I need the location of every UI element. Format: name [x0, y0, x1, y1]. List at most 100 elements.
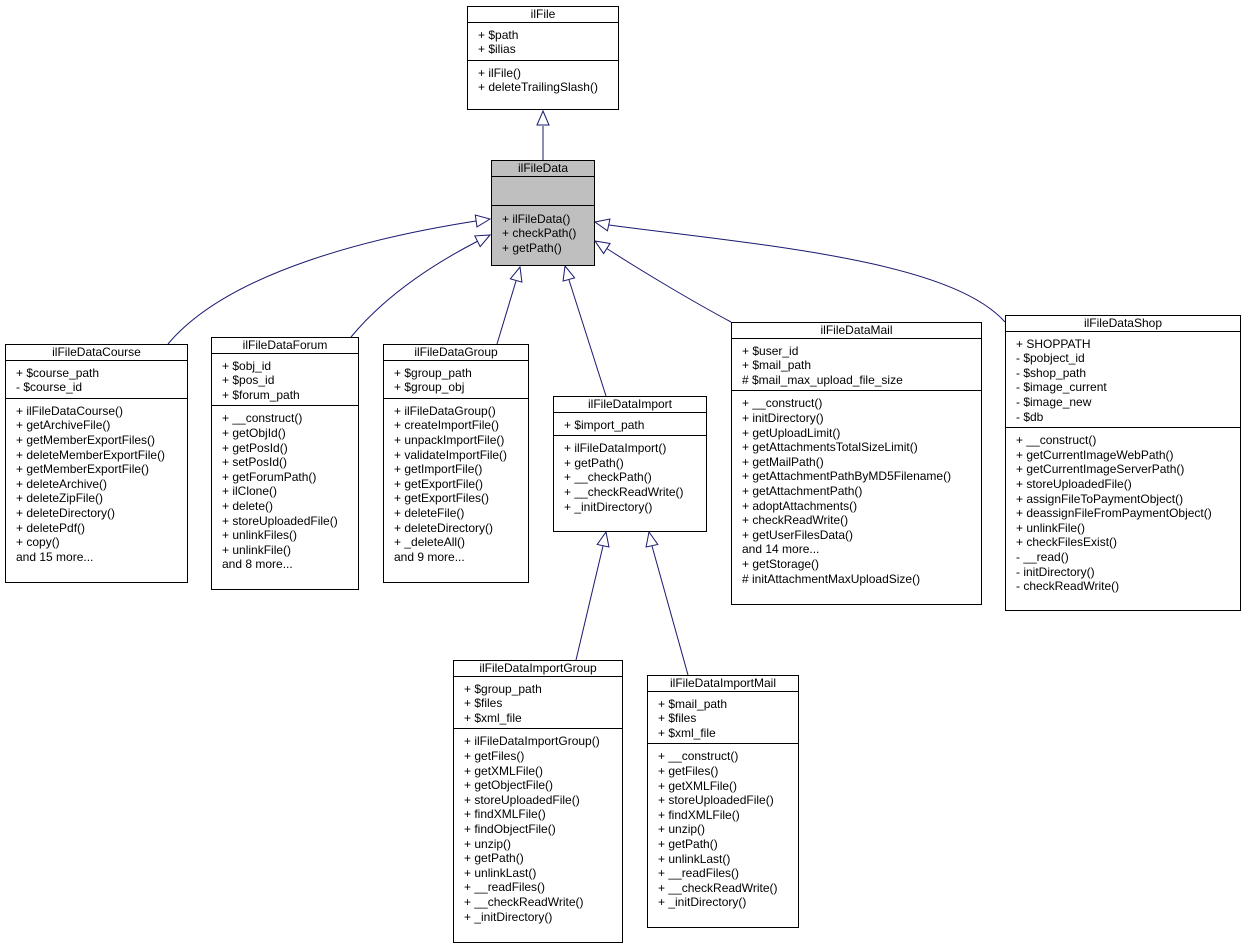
method: + getPath(): [464, 851, 524, 866]
method: + validateImportFile(): [394, 447, 508, 462]
method: + deleteDirectory(): [394, 520, 494, 535]
method: + createImportFile(): [394, 418, 500, 433]
class-ilFileDataMail[interactable]: ilFileDataMail+ $user_id+ $mail_path# $m…: [731, 322, 982, 605]
class-ilFileDataGroup[interactable]: ilFileDataGroup+ $group_path+ $group_obj…: [383, 344, 529, 583]
methods-section: + ilFileDataCourse()+ getArchiveFile()+ …: [6, 397, 187, 568]
attribute: + $group_path: [464, 681, 542, 696]
class-ilFileDataImportMail[interactable]: ilFileDataImportMail+ $mail_path+ $files…: [647, 675, 799, 928]
class-title: ilFileData: [492, 161, 594, 177]
class-ilFileDataImportGroup[interactable]: ilFileDataImportGroup + $group_path+ $fil…: [453, 660, 623, 943]
method: + __readFiles(): [658, 866, 740, 881]
class-title: ilFile: [468, 7, 618, 23]
attribute: + $xml_file: [658, 725, 716, 740]
method: + unlinkFiles(): [222, 528, 298, 543]
method: + getAttachmentPathByMD5Filename(): [742, 469, 952, 484]
method: - __read(): [1016, 549, 1069, 564]
inheritance-arrowhead: [562, 264, 576, 282]
method: + ilFileDataImportGroup(): [464, 734, 600, 749]
method: + getExportFiles(): [394, 491, 490, 506]
edge-ilFileDataShop-ilFileData: [608, 224, 1006, 323]
class-title: ilFileDataImportGroup: [454, 661, 622, 677]
method: + deleteZipFile(): [16, 491, 104, 506]
attributes-section: + $course_path- $course_id: [6, 361, 187, 398]
method: - checkReadWrite(): [1016, 579, 1120, 594]
attribute: + $files: [658, 711, 697, 726]
method: + deleteMemberExportFile(): [16, 447, 166, 462]
inheritance-arrowhead: [474, 234, 492, 248]
class-ilFileDataImport[interactable]: ilFileDataImport + $import_path + ilFileDa…: [553, 396, 707, 532]
method: + deassignFileFromPaymentObject(): [1016, 506, 1212, 521]
method: + copy(): [16, 535, 60, 550]
method: + getPath(): [564, 455, 624, 470]
method: + deleteTrailingSlash(): [478, 80, 598, 95]
attribute: - $image_new: [1016, 394, 1092, 409]
method: + getImportFile(): [394, 462, 483, 477]
class-ilFileData[interactable]: ilFileData + ilFileData()+ checkPath()+ g…: [491, 160, 595, 266]
attribute: # $mail_max_upload_file_size: [742, 372, 903, 387]
method: + unlinkFile(): [222, 542, 292, 557]
class-title: ilFileDataGroup: [384, 345, 528, 361]
class-ilFileDataCourse[interactable]: ilFileDataCourse+ $course_path- $course_…: [5, 344, 188, 583]
inheritance-arrowhead: [509, 265, 523, 283]
attribute: + $obj_id: [222, 358, 272, 373]
method: and 8 more...: [222, 557, 293, 572]
method: + __checkPath(): [564, 470, 652, 485]
methods-section: + ilFile()+ deleteTrailingSlash(): [468, 59, 618, 98]
attribute: + $mail_path: [742, 358, 812, 373]
edge-ilFileDataMail-ilFileData: [605, 247, 732, 323]
methods-section: + ilFileData()+ checkPath()+ getPath(): [492, 204, 594, 259]
method: + getFiles(): [464, 748, 525, 763]
method: + ilFileDataCourse(): [16, 403, 124, 418]
method: + getXMLFile(): [464, 763, 544, 778]
attribute: - $shop_path: [1016, 365, 1087, 380]
method: + _initDirectory(): [658, 895, 747, 910]
method: + getPosId(): [222, 440, 288, 455]
method: + delete(): [222, 498, 274, 513]
method: + getObjId(): [222, 425, 286, 440]
attribute: + $import_path: [564, 417, 645, 432]
inheritance-arrowhead: [645, 530, 659, 548]
method: + checkPath(): [502, 226, 577, 241]
method: + __construct(): [222, 411, 303, 426]
methods-section: + ilFileDataImport()+ getPath()+ __check…: [554, 435, 706, 517]
method: + getFiles(): [658, 763, 719, 778]
method: + deletePdf(): [16, 520, 86, 535]
attributes-section: + $obj_id+ $pos_id+ $forum_path: [212, 354, 358, 406]
method: + getAttachmentPath(): [742, 483, 863, 498]
edge-ilFileDataGroup-ilFileData: [496, 280, 517, 345]
methods-section: + __construct()+ initDirectory()+ getUpl…: [732, 390, 981, 589]
edge-ilFileDataForum-ilFileData: [350, 240, 479, 338]
method: # initAttachmentMaxUploadSize(): [742, 571, 921, 586]
methods-section: + __construct()+ getFiles()+ getXMLFile(…: [648, 743, 798, 913]
method: and 15 more...: [16, 549, 94, 564]
methods-section: + ilFileDataImportGroup()+ getFiles()+ g…: [454, 728, 622, 927]
attribute: + $xml_file: [464, 710, 522, 725]
class-ilFileDataForum[interactable]: ilFileDataForum+ $obj_id+ $pos_id+ $foru…: [211, 337, 359, 590]
method: + deleteArchive(): [16, 476, 108, 491]
method: + __construct(): [1016, 433, 1097, 448]
attribute: - $course_id: [16, 380, 83, 395]
method: + checkReadWrite(): [742, 513, 849, 528]
class-title: ilFileDataImport: [554, 397, 706, 413]
edge-ilFileDataImportGroup-ilFileDataImport: [575, 545, 604, 661]
class-ilFile[interactable]: ilFile+ $path+ $ilias+ ilFile()+ deleteT…: [467, 6, 619, 110]
method: + getPath(): [658, 836, 718, 851]
method: and 9 more...: [394, 549, 465, 564]
class-ilFileDataShop[interactable]: ilFileDataShop+ SHOPPATH- $pobject_id- $…: [1005, 315, 1241, 611]
method: + storeUploadedFile(): [1016, 476, 1132, 491]
method: + getMemberExportFile(): [16, 462, 150, 477]
attribute: + $ilias: [478, 42, 516, 57]
method: + ilClone(): [222, 484, 278, 499]
method: + ilFileData(): [502, 211, 571, 226]
method: + unzip(): [658, 822, 706, 837]
attributes-section: + SHOPPATH- $pobject_id- $shop_path- $im…: [1006, 332, 1240, 428]
method: + adoptAttachments(): [742, 498, 858, 513]
attribute: + $files: [464, 696, 503, 711]
method: + getUserFilesData(): [742, 527, 854, 542]
method: + getUploadLimit(): [742, 425, 841, 440]
attribute: - $pobject_id: [1016, 351, 1085, 366]
method: + getExportFile(): [394, 476, 484, 491]
attributes-section: + $import_path: [554, 413, 706, 436]
method: + checkFilesExist(): [1016, 535, 1118, 550]
method: + __checkReadWrite(): [564, 484, 684, 499]
